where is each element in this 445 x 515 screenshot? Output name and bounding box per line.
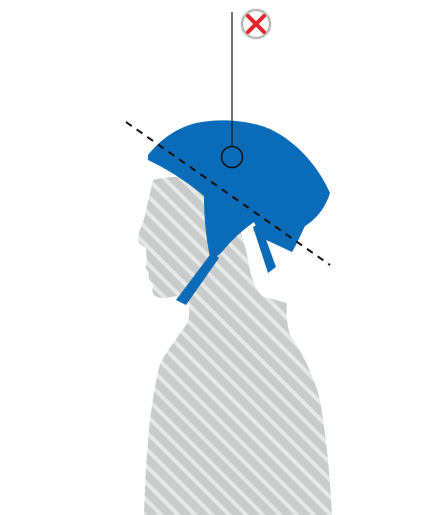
x-mark-icon bbox=[242, 10, 270, 38]
